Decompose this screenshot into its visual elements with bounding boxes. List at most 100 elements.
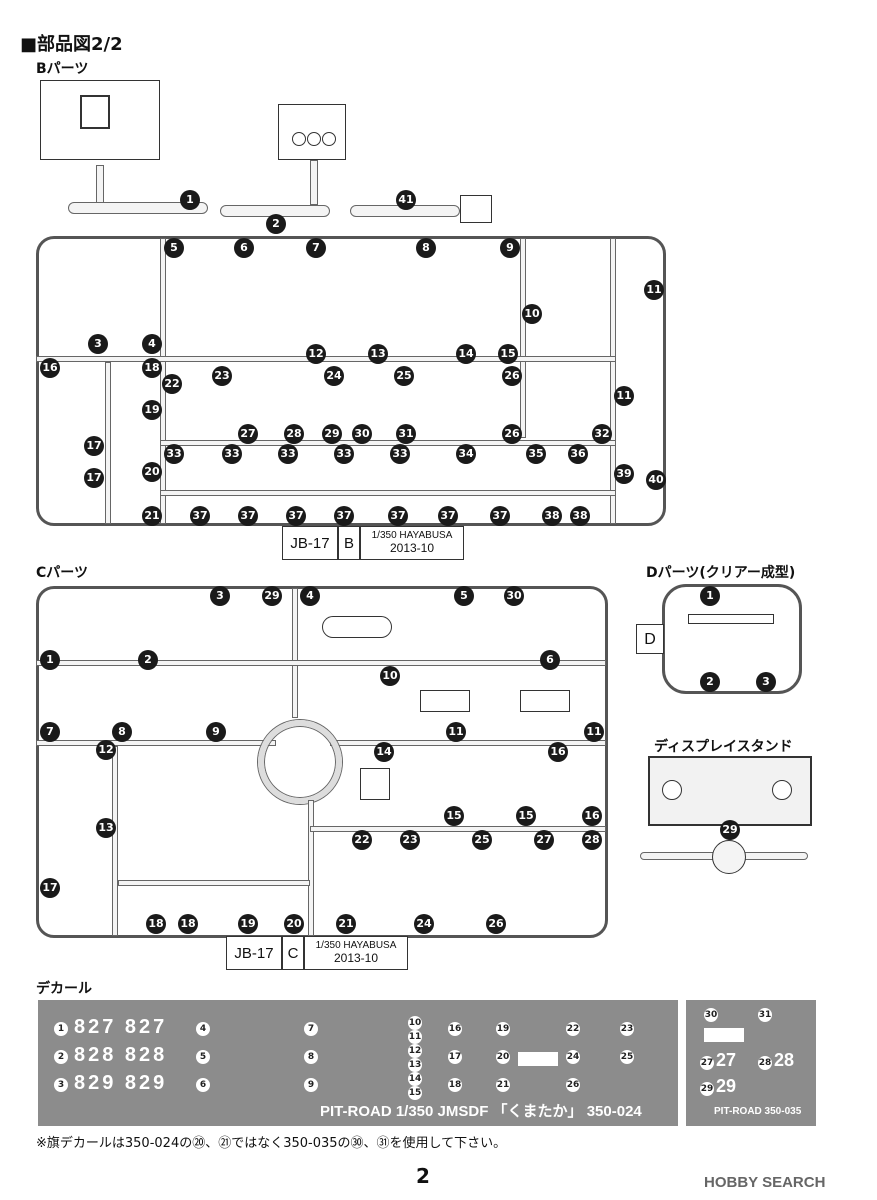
part-number-badge: 32	[592, 424, 612, 444]
decal-number: 4	[196, 1022, 210, 1036]
part-number-badge: 34	[456, 444, 476, 464]
part-number-badge: 30	[504, 586, 524, 606]
c-sprue-crossbar	[36, 660, 606, 666]
part-number-badge: 26	[502, 366, 522, 386]
b-superstructure-part	[40, 80, 160, 160]
part-number-badge: 6	[540, 650, 560, 670]
part-number-badge: 37	[286, 506, 306, 526]
c-launcher-part	[520, 690, 570, 712]
b-window-detail	[80, 95, 110, 129]
part-number-badge: 7	[40, 722, 60, 742]
decal-number: 13	[408, 1058, 422, 1072]
part-number-badge: 26	[486, 914, 506, 934]
d-clear-window-part	[688, 614, 774, 624]
part-number-badge: 12	[306, 344, 326, 364]
decal-sheet-caption: PIT-ROAD 1/350 JMSDF 「くまたか」 350-024	[320, 1103, 642, 1120]
part-number-badge: 37	[438, 506, 458, 526]
part-number-badge: 2	[138, 650, 158, 670]
part-number-badge: 23	[212, 366, 232, 386]
d-sprue-letter: D	[636, 624, 664, 654]
decal-number: 26	[566, 1078, 580, 1092]
decal-number: 11	[408, 1030, 422, 1044]
part-number-badge: 14	[456, 344, 476, 364]
part-number-badge: 22	[162, 374, 182, 394]
part-number-badge: 13	[368, 344, 388, 364]
decal-number: 7	[304, 1022, 318, 1036]
part-number-badge: 11	[446, 722, 466, 742]
b-parts-heading: Bパーツ	[36, 61, 89, 77]
b-part-41	[460, 195, 492, 223]
c-sprue-letter: C	[282, 936, 304, 970]
c-sprue-divider	[308, 800, 314, 936]
decal-small-number: 28	[774, 1050, 795, 1070]
c-boat-part	[322, 616, 392, 638]
c-part-14	[360, 768, 390, 800]
part-number-badge: 19	[142, 400, 162, 420]
b-gate	[96, 165, 104, 205]
decal-number: 2	[54, 1050, 68, 1064]
page-number: 2	[416, 1164, 430, 1188]
part-number-badge: 37	[190, 506, 210, 526]
part-number-badge: 21	[142, 506, 162, 526]
part-number-badge: 30	[352, 424, 372, 444]
decal-number: 23	[620, 1022, 634, 1036]
decal-number: 18	[448, 1078, 462, 1092]
part-number-badge: 29	[262, 586, 282, 606]
c-sprue-crossbar	[36, 740, 276, 746]
part-number-badge: 24	[324, 366, 344, 386]
part-number-badge: 36	[568, 444, 588, 464]
part-number-badge: 17	[84, 436, 104, 456]
part-number-badge: 31	[396, 424, 416, 444]
decal-small-caption: PIT-ROAD 350-035	[714, 1106, 802, 1117]
decal-number: 20	[496, 1050, 510, 1064]
part-number-badge: 17	[40, 878, 60, 898]
decal-hull-number: 827 827	[74, 1016, 168, 1038]
b-mount-hole	[307, 132, 321, 146]
part-number-badge: 15	[444, 806, 464, 826]
b-sprue-crossbar	[160, 440, 616, 446]
c-sprue-ring	[258, 720, 342, 804]
decal-flag	[518, 1052, 558, 1066]
part-number-badge: 25	[394, 366, 414, 386]
part-number-badge: 33	[334, 444, 354, 464]
part-number-badge: 33	[222, 444, 242, 464]
part-number-badge: 35	[526, 444, 546, 464]
decal-hull-number: 829 829	[74, 1072, 168, 1094]
c-sprue-code: JB-17	[226, 936, 282, 970]
part-number-badge: 16	[582, 806, 602, 826]
part-number-badge: 18	[178, 914, 198, 934]
part-number-badge: 37	[238, 506, 258, 526]
part-number-badge: 9	[500, 238, 520, 258]
decal-number: 12	[408, 1044, 422, 1058]
part-number-badge: 21	[336, 914, 356, 934]
part-number-badge: 40	[646, 470, 666, 490]
decal-number: 30	[704, 1008, 718, 1022]
b-runner-1	[68, 202, 208, 214]
part-number-badge: 15	[516, 806, 536, 826]
decal-number: 3	[54, 1078, 68, 1092]
stand-post-hole	[662, 780, 682, 800]
part-number-badge: 25	[472, 830, 492, 850]
part-number-badge: 19	[238, 914, 258, 934]
decal-number: 6	[196, 1078, 210, 1092]
b-sprue-crossbar	[160, 490, 616, 496]
part-number-badge: 37	[490, 506, 510, 526]
part-number-badge: 37	[334, 506, 354, 526]
b-sprue-frame	[36, 236, 666, 526]
decal-small-number: 27	[716, 1050, 737, 1070]
page-title: ■部品図2/2	[20, 34, 123, 55]
part-number-badge: 13	[96, 818, 116, 838]
c-sprue-divider	[292, 588, 298, 718]
display-stand-heading: ディスプレイスタンド	[654, 739, 793, 755]
part-number-badge: 17	[84, 468, 104, 488]
c-sprue-scale-box: 1/350 HAYABUSA 2013-10	[304, 936, 408, 970]
c-sprue-divider	[112, 746, 118, 936]
part-number-badge: 1	[180, 190, 200, 210]
c-sprue-date: 2013-10	[333, 951, 379, 965]
part-number-badge: 8	[416, 238, 436, 258]
d-parts-heading: Dパーツ(クリアー成型)	[646, 565, 796, 581]
part-number-badge: 18	[142, 358, 162, 378]
decal-number: 19	[496, 1022, 510, 1036]
part-number-badge: 4	[300, 586, 320, 606]
